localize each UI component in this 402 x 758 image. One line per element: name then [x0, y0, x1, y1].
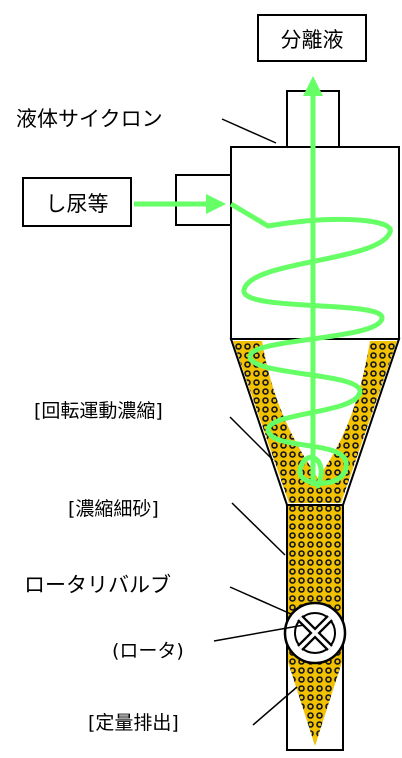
inlet-flow-connector — [229, 201, 270, 229]
metered-discharge-label: [定量排出] — [88, 712, 179, 734]
concentrated-sand-leader — [231, 502, 286, 556]
rotational-concentration-leader — [229, 416, 274, 461]
spiral-flow — [241, 217, 393, 489]
separated-liquid-box — [257, 14, 367, 62]
rotor-label: (ロータ) — [112, 640, 184, 662]
rotational-concentration-label: [回転運動濃縮] — [34, 400, 163, 422]
discharge-right-clear — [314, 662, 342, 749]
metered-discharge-leader — [252, 686, 298, 726]
rotary-valve-label: ロータリバルブ — [24, 573, 171, 597]
input-label: し尿等 — [46, 192, 109, 216]
concentrated-sand-label: [濃縮細砂] — [68, 498, 159, 520]
inlet-pipe — [175, 174, 232, 226]
cyclone-label: 液体サイクロン — [16, 107, 163, 131]
rotor-leader — [213, 624, 305, 642]
input-box — [22, 177, 132, 227]
rotary-valve-leader — [229, 586, 292, 615]
discharge-left-clear — [288, 662, 316, 749]
separated-liquid-label: 分離液 — [281, 28, 344, 52]
rotary-valve-inner — [294, 612, 336, 654]
cyclone-leader — [221, 118, 277, 144]
